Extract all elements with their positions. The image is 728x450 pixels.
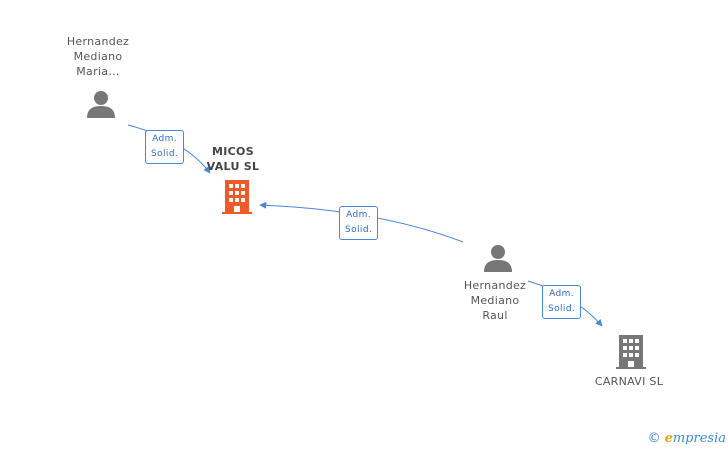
empresia-logo[interactable]: empresia <box>665 431 726 446</box>
edge-label-line-2: Solid. <box>151 149 179 159</box>
company-carnavi-line-1: CARNAVI SL <box>594 375 664 388</box>
edge-label-maria-micos[interactable]: Adm. Solid. <box>145 130 185 164</box>
edge-label-raul-micos[interactable]: Adm. Solid. <box>339 206 379 240</box>
empresia-logo-e: e <box>664 431 673 446</box>
company-carnavi-label: CARNAVI SL <box>583 374 675 389</box>
person-maria-line-2: Mediano <box>73 50 123 63</box>
person-maria-line-3: Maria... <box>76 65 120 78</box>
person-maria-line-1: Hernandez <box>66 35 130 48</box>
footer-brand: © empresia <box>648 431 726 446</box>
edge-label-line-1: Adm. <box>152 134 178 144</box>
person-raul-line-1: Hernandez <box>463 279 527 292</box>
company-micos-line-2: VALU SL <box>206 160 260 173</box>
person-maria-label: Hernandez Mediano Maria... <box>58 34 138 79</box>
edge-label-raul-carnavi[interactable]: Adm. Solid. <box>542 285 582 319</box>
edge-label-line-2: Solid. <box>345 225 373 235</box>
person-maria-icon[interactable] <box>86 89 116 119</box>
company-micos-line-1: MICOS <box>212 145 254 158</box>
person-raul-line-3: Raul <box>482 309 508 322</box>
company-micos-label: MICOS VALU SL <box>193 144 273 174</box>
edge-label-line-2: Solid. <box>548 304 576 314</box>
person-raul-line-2: Mediano <box>470 294 520 307</box>
company-micos-building-icon[interactable] <box>222 180 252 214</box>
person-raul-icon[interactable] <box>483 243 513 273</box>
copyright-symbol: © <box>647 431 661 446</box>
person-raul-label: Hernandez Mediano Raul <box>455 278 535 323</box>
empresia-logo-rest: mpresia <box>672 431 726 446</box>
company-carnavi-building-icon[interactable] <box>616 335 646 369</box>
edge-label-line-1: Adm. <box>549 289 575 299</box>
edge-label-line-1: Adm. <box>346 210 372 220</box>
